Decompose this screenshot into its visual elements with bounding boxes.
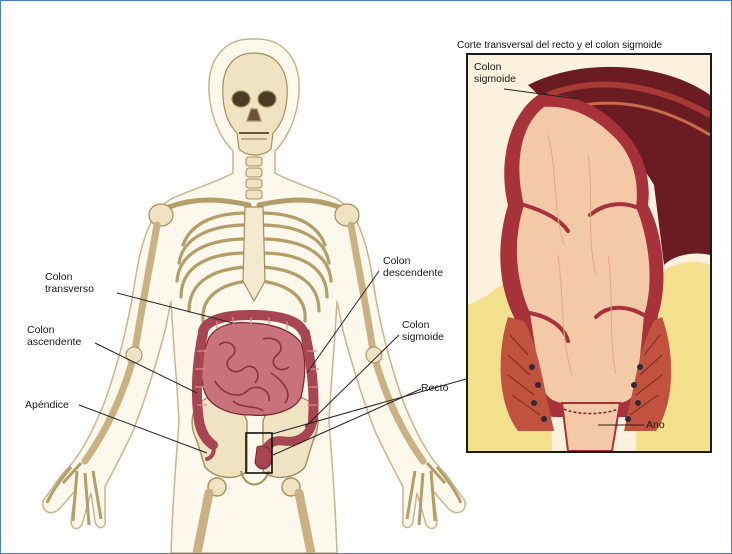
label-descending-colon: Colon descendente	[383, 255, 443, 279]
cross-section-figure	[468, 55, 710, 451]
cross-section-panel: Colon sigmoide Ano	[466, 53, 712, 453]
label-rectum: Recto	[421, 382, 448, 394]
label-sigmoid-colon: Colon sigmoide	[402, 319, 444, 343]
label-ascending-colon: Colon ascendente	[27, 324, 81, 348]
inset-label-sigmoid-colon: Colon sigmoide	[474, 61, 516, 85]
sternum	[243, 207, 265, 301]
small-intestine	[201, 323, 304, 416]
anal-canal	[562, 403, 620, 451]
label-appendix: Apéndice	[25, 399, 69, 411]
rectum	[255, 446, 272, 469]
inset-title: Corte transversal del recto y el colon s…	[457, 40, 662, 51]
inset-label-anus: Ano	[646, 419, 665, 431]
label-transverse-colon: Colon transverso	[45, 271, 94, 295]
